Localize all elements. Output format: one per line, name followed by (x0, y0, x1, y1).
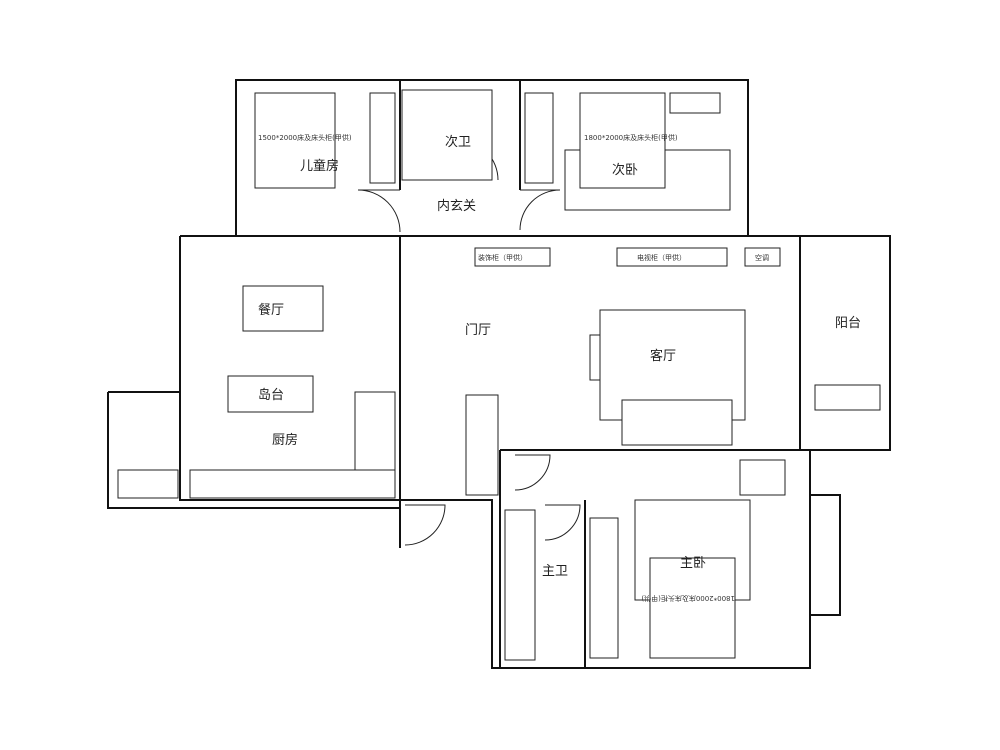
label-kitchen: 厨房 (272, 432, 298, 448)
kitchen-side-counter (354, 391, 396, 471)
second-bath-fixtures (401, 89, 493, 181)
note-master-bed: 1800*2000床及床头柜(甲供) (641, 594, 735, 603)
desk (739, 459, 786, 496)
note-tv-cabinet: 电视柜（甲供） (637, 253, 686, 262)
label-inner-foyer: 内玄关 (437, 198, 476, 214)
second-wardrobe (524, 92, 554, 184)
label-master-bedroom: 主卧 (680, 556, 706, 571)
label-balcony: 阳台 (835, 316, 861, 331)
kids-wardrobe (369, 92, 396, 184)
kitchen-counter (189, 469, 396, 499)
furniture (117, 89, 881, 661)
label-living: 客厅 (650, 348, 676, 364)
label-island: 岛台 (258, 387, 284, 403)
note-second-bed: 1800*2000床及床头柜(甲供) (584, 133, 678, 142)
label-second-bedroom: 次卧 (612, 162, 638, 178)
kids-bed (254, 92, 336, 189)
dining-table (242, 285, 324, 332)
label-kids-room: 儿童房 (300, 158, 339, 174)
walls (107, 79, 891, 669)
label-dining: 餐厅 (258, 302, 284, 318)
doors (357, 139, 581, 546)
note-ac: 空调 (755, 253, 769, 262)
sofa (621, 399, 733, 446)
decor-cabinet (474, 247, 551, 267)
ac-unit (744, 247, 781, 267)
master-bed (649, 557, 736, 659)
tv-cabinet (616, 247, 728, 267)
shoe-cabinet (465, 394, 499, 496)
label-second-bath: 次卫 (445, 134, 471, 150)
note-kids-bed: 1500*2000床及床头柜(甲供) (258, 133, 352, 142)
note-decor-cabinet: 装饰柜（甲供） (478, 253, 527, 262)
master-bath-fixtures (504, 509, 536, 661)
master-wardrobe (589, 517, 619, 659)
label-master-bath: 主卫 (542, 564, 568, 579)
label-entrance-hall: 门厅 (465, 323, 491, 338)
island-counter (227, 375, 314, 413)
second-bed (579, 92, 666, 189)
